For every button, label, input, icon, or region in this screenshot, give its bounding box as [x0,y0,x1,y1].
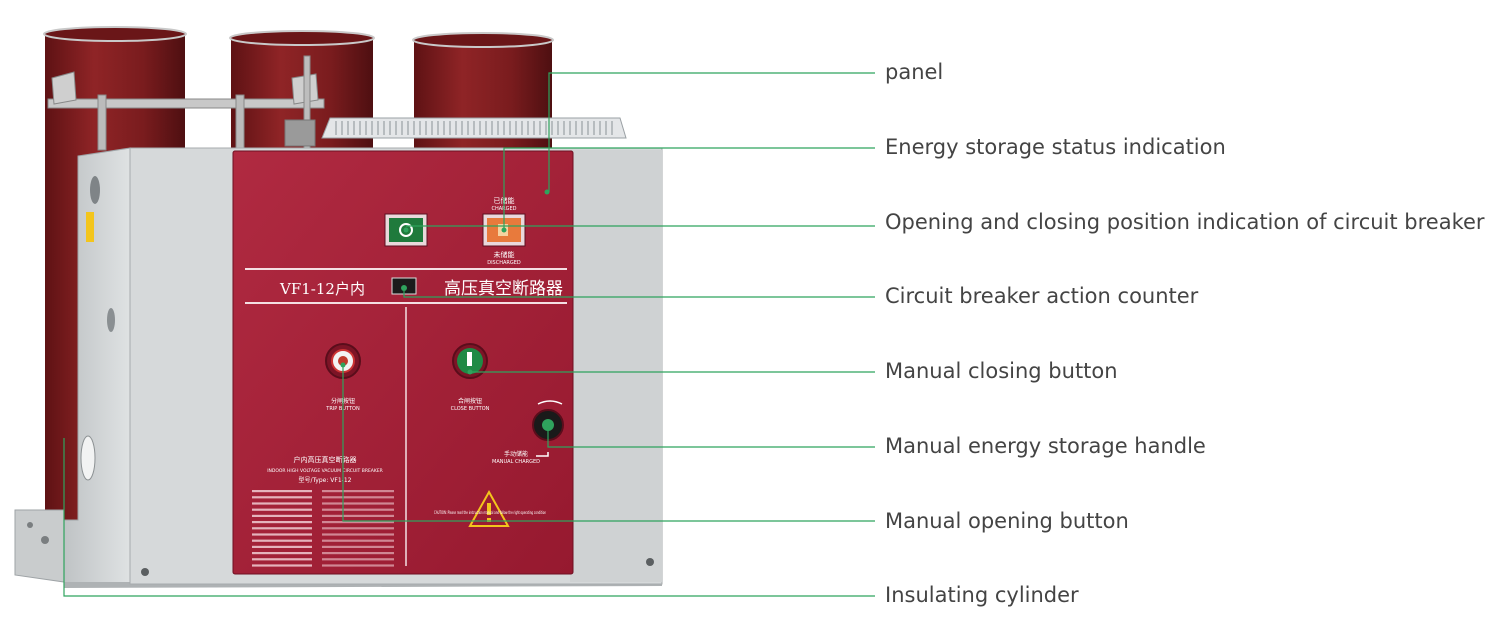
leader-line-action-counter [403,288,875,298]
discharged-label-en: DISCHARGED [487,260,521,266]
nameplate-title: 户内高压真空断路器 [294,455,357,464]
model-text: VF1-12户内 [279,280,365,298]
nameplate-row-value [322,490,394,493]
nameplate-row-value [322,527,394,530]
caution-sign: CAUTION: Please read the instruction man… [434,489,546,527]
nameplate-row-label [252,490,312,493]
close-label-en: CLOSE BUTTON [451,406,490,412]
leader-dot-position-indication [403,227,409,233]
callout-manual-closing: Manual closing button [885,359,1118,383]
callout-position-indication: Opening and closing position indication … [885,210,1485,234]
callout-energy-storage-handle: Manual energy storage handle [885,434,1206,458]
nameplate-row-value [322,552,394,555]
nameplate-row-label [252,539,312,542]
nameplate-row-value [322,533,394,536]
nameplate-row-value [322,508,394,511]
leader-line-energy-storage-status [503,147,875,230]
leader-dot-energy-storage-status [501,227,507,233]
manual-closing-button[interactable] [452,343,488,379]
nameplate-row-label [252,558,312,561]
nameplate-row-value [322,558,394,561]
front-panel: 已储能 CHARGED 未储能 DISCHARGED VF1-12户内 高压真空… [232,150,574,575]
nameplate-row-value [322,539,394,542]
leader-line-panel [548,72,875,192]
callout-panel: panel [885,60,944,84]
nameplate-type: 型号/Type: VF1-12 [299,476,352,484]
discharged-label-cn: 未储能 [494,250,515,259]
nameplate-subtitle: INDOOR HIGH VOLTAGE VACUUM CIRCUIT BREAK… [267,468,383,474]
nameplate-row-label [252,533,312,536]
leader-dot-manual-opening [340,362,346,368]
nameplate-rating-rows [252,490,394,567]
callout-action-counter: Circuit breaker action counter [885,284,1199,308]
nameplate-row-label [252,508,312,511]
manual-charged-label-en: MANUAL CHARGED [492,459,540,465]
leader-line-manual-opening [342,365,875,522]
leader-line-insulating-cylinder [63,438,875,597]
nameplate-row-label [252,502,312,505]
leader-dot-panel [544,189,550,195]
close-label-cn: 合闸按钮 [458,397,482,405]
terminal-block [321,117,627,139]
nameplate-row-value [322,545,394,548]
callout-manual-opening: Manual opening button [885,509,1129,533]
callout-energy-storage-status: Energy storage status indication [885,135,1226,159]
manual-charged-label-cn: 手动储能 [504,450,528,458]
leader-dot-manual-closing [467,369,473,375]
callout-insulating-cylinder: Insulating cylinder [885,583,1079,607]
nameplate-row-label [252,545,312,548]
nameplate-row-label [252,552,312,555]
nameplate-row-label [252,527,312,530]
nameplate-row-value [322,564,394,567]
terminal-pins [335,121,613,135]
caution-text: CAUTION: Please read the instruction man… [434,510,546,516]
leader-dot-energy-storage-handle [545,422,551,428]
nameplate-row-value [322,514,394,517]
nameplate: 户内高压真空断路器 INDOOR HIGH VOLTAGE VACUUM CIR… [252,455,394,567]
nameplate-row-label [252,564,312,567]
nameplate-row-label [252,514,312,517]
nameplate-row-value [322,496,394,499]
nameplate-row-value [322,521,394,524]
product-name-text: 高压真空断路器 [444,279,563,299]
leader-lines [63,72,875,597]
nameplate-row-label [252,521,312,524]
nameplate-row-label [252,496,312,499]
leader-line-energy-storage-handle [547,425,875,448]
nameplate-row-value [322,502,394,505]
